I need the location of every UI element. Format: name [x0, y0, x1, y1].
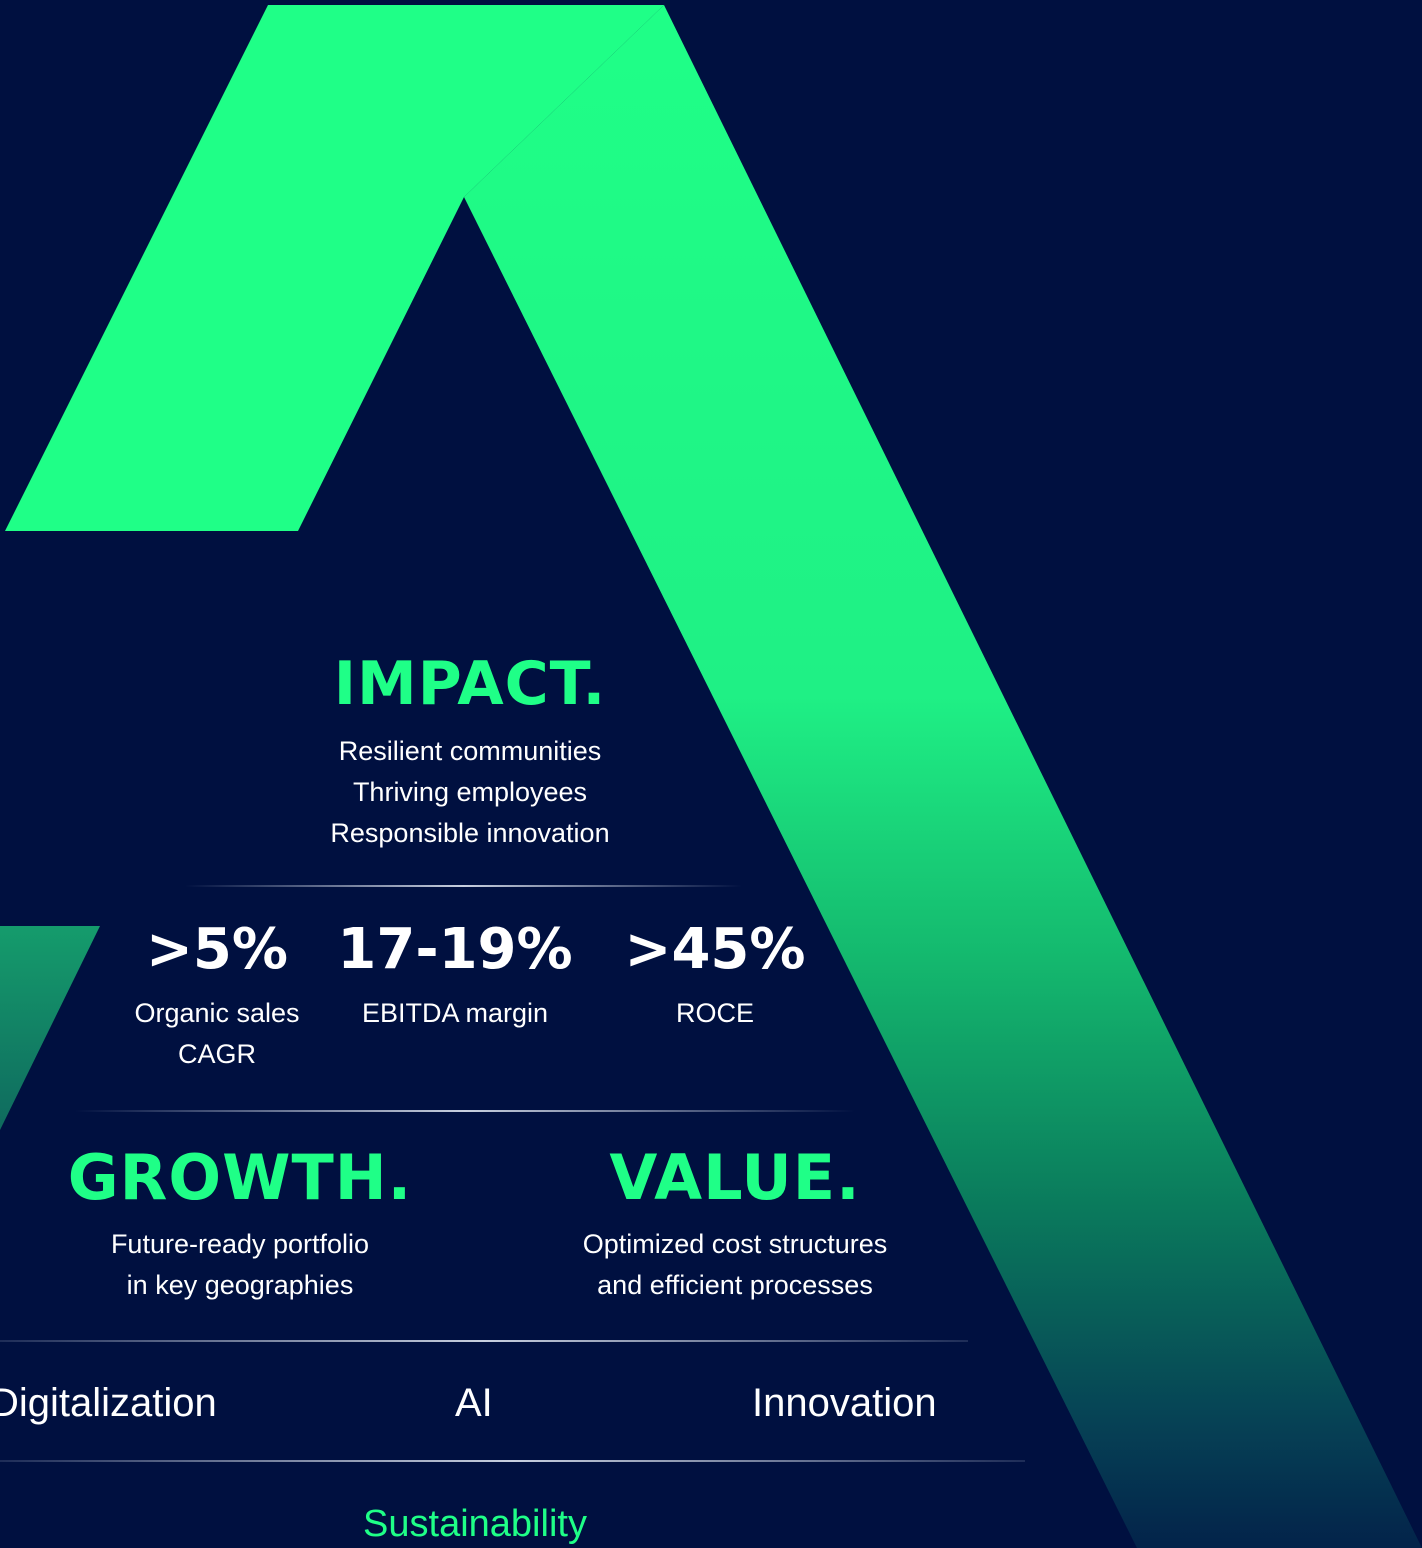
- metric-value-roce: >45%: [624, 917, 806, 982]
- metric-label-line: EBITDA margin: [361, 998, 549, 1028]
- impact-line: Responsible innovation: [330, 818, 610, 848]
- value-line: Optimized cost structures: [582, 1229, 888, 1259]
- metric-label-ebitda: EBITDA margin: [335, 993, 575, 1034]
- metric-value-ebitda: 17-19%: [337, 917, 573, 982]
- metric-label-roce: ROCE: [615, 993, 815, 1034]
- growth-line: in key geographies: [126, 1270, 354, 1300]
- foundation-sustainability: Sustainability: [363, 1503, 587, 1545]
- metric-label-line: CAGR: [177, 1039, 256, 1069]
- impact-line: Resilient communities: [338, 736, 602, 766]
- value-description: Optimized cost structures and efficient …: [515, 1224, 955, 1306]
- logo-right-stroke: [464, 5, 1422, 1548]
- pillar-innovation: Innovation: [752, 1381, 937, 1425]
- divider-metrics: [75, 1110, 855, 1112]
- pillar-digitalization: Digitalization: [0, 1381, 217, 1425]
- pillar-ai: AI: [455, 1381, 493, 1425]
- growth-description: Future-ready portfolio in key geographie…: [40, 1224, 440, 1306]
- divider-pillars-bottom: [0, 1460, 1025, 1462]
- value-line: and efficient processes: [597, 1270, 873, 1300]
- metric-label-line: ROCE: [675, 998, 754, 1028]
- logo-left-stroke: [5, 5, 664, 531]
- value-title: VALUE.: [609, 1141, 861, 1214]
- growth-title: GROWTH.: [67, 1141, 413, 1214]
- impact-line: Thriving employees: [352, 777, 588, 807]
- metric-value-sales-cagr: >5%: [146, 917, 288, 982]
- impact-title: IMPACT.: [333, 649, 607, 719]
- logo-lower-left-stroke: [0, 926, 100, 1130]
- divider-pillars-top: [0, 1340, 968, 1342]
- metric-label-line: Organic sales: [134, 998, 300, 1028]
- impact-list: Resilient communities Thriving employees…: [270, 731, 670, 854]
- metric-label-sales-cagr: Organic sales CAGR: [107, 993, 327, 1075]
- divider-impact: [185, 885, 742, 887]
- growth-line: Future-ready portfolio: [110, 1229, 370, 1259]
